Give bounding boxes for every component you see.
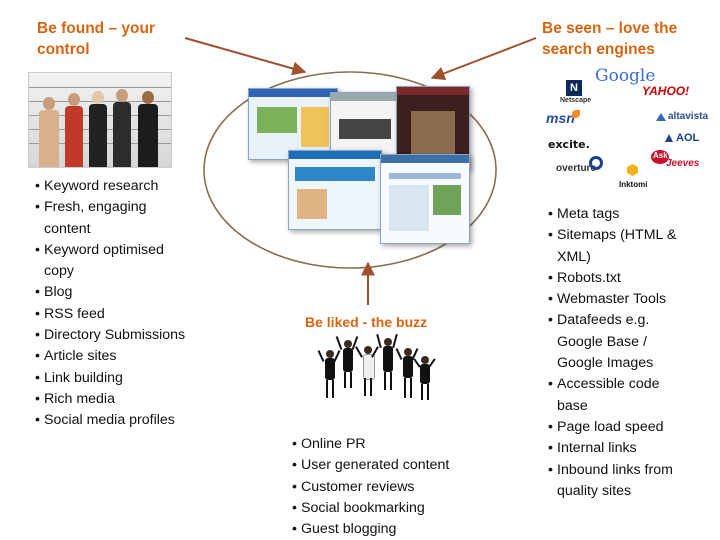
list-item: Internal links: [548, 438, 718, 460]
netscape-logo-text: Netscape: [560, 97, 592, 104]
yahoo-logo: YAHOO!: [642, 84, 690, 98]
aol-logo: AOL: [676, 132, 700, 144]
list-item: content: [44, 220, 91, 237]
website-shot-4: [288, 150, 382, 230]
list-be-seen: Meta tagsSitemaps (HTML &XML) Robots.txtW…: [548, 204, 718, 502]
list-item: Keyword research: [35, 176, 215, 198]
jumping-crowd-photo: [316, 333, 438, 424]
list-item: Link building: [35, 368, 215, 390]
list-item: Accessible code: [548, 374, 718, 396]
altavista-icon: [656, 113, 666, 121]
list-item: Google Base /: [557, 333, 647, 350]
list-item: Blog: [35, 282, 215, 304]
list-item: Page load speed: [548, 417, 718, 439]
list-item: Customer reviews: [292, 477, 512, 499]
list-item: XML): [557, 248, 591, 265]
excite-logo: excite.: [548, 138, 590, 151]
heading-be-seen: Be seen – love the search engines: [542, 18, 677, 60]
ask-badge-icon: [651, 150, 669, 164]
list-item: Google Images: [557, 355, 654, 372]
list-item: Datafeeds e.g.: [548, 310, 718, 332]
list-be-liked: Online PRUser generated contentCustomer …: [292, 434, 512, 540]
overture-target-icon: [589, 156, 603, 170]
ask-logo: Ask: [653, 151, 668, 160]
list-item: Online PR: [292, 434, 512, 456]
list-item: RSS feed: [35, 304, 215, 326]
website-collage: [200, 70, 500, 270]
list-item: Sitemaps (HTML &: [548, 225, 718, 247]
list-be-found: Keyword researchFresh, engagingcontentKe…: [35, 176, 215, 432]
list-item: Fresh, engaging: [35, 197, 215, 219]
website-shot-2: [330, 92, 402, 156]
heading-be-liked: Be liked - the buzz: [305, 314, 428, 330]
list-item: Robots.txt: [548, 268, 718, 290]
list-item: base: [557, 397, 588, 414]
heading-be-seen-line1: Be seen – love the: [542, 20, 678, 37]
lineup-photo: [28, 72, 172, 168]
list-item: Directory Submissions: [35, 325, 215, 347]
netscape-logo: N: [566, 80, 582, 96]
inktomi-icon: [627, 164, 638, 176]
jeeves-logo: Jeeves: [666, 158, 700, 169]
msn-butterfly-icon: [572, 110, 580, 118]
list-item: Social bookmarking: [292, 498, 512, 520]
list-item: quality sites: [557, 482, 632, 499]
list-item: Webmaster Tools: [548, 289, 718, 311]
list-item: Inbound links from: [548, 460, 718, 482]
arrow-found: [184, 37, 307, 76]
aol-triangle-icon: [665, 134, 673, 142]
msn-logo: msn: [546, 110, 575, 126]
list-item: Keyword optimised: [35, 240, 215, 262]
arrow-seen: [430, 37, 537, 81]
list-item: Guest blogging: [292, 519, 512, 540]
overture-logo: overture: [556, 163, 597, 174]
inktomi-logo: Inktomi: [619, 180, 648, 189]
heading-be-found-line1: Be found – your: [37, 20, 155, 37]
heading-be-found-line2: control: [37, 41, 90, 58]
list-item: Social media profiles: [35, 410, 215, 432]
altavista-logo: altavista: [668, 111, 709, 122]
google-logo: Google: [595, 66, 656, 86]
website-ellipse: [203, 71, 497, 269]
list-item: Meta tags: [548, 204, 718, 226]
heading-be-seen-line2: search engines: [542, 41, 655, 58]
list-item: copy: [44, 263, 74, 280]
website-shot-1: [248, 88, 338, 160]
list-item: Article sites: [35, 346, 215, 368]
heading-be-found: Be found – your control: [37, 18, 155, 60]
website-shot-5: [380, 154, 470, 244]
list-item: User generated content: [292, 455, 512, 477]
list-item: Rich media: [35, 389, 215, 411]
